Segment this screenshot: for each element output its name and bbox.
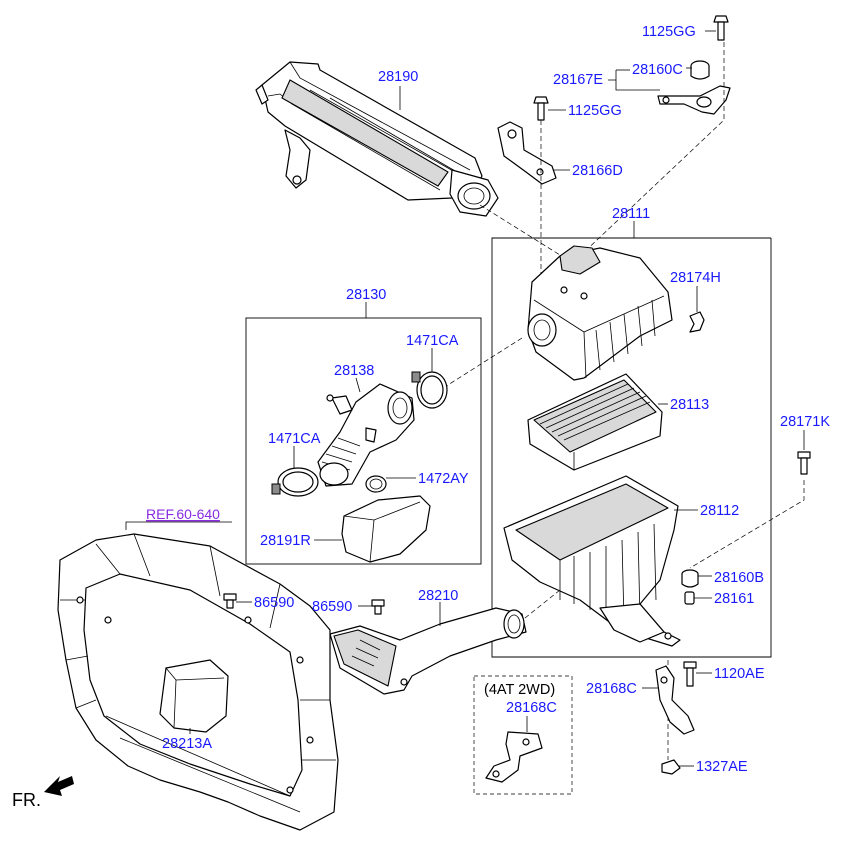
front-arrow-icon <box>44 776 74 796</box>
front-label: FR. <box>12 790 41 810</box>
dashline-bolt-top <box>579 42 725 257</box>
bracket-28166d[interactable] <box>497 121 557 185</box>
label-28166d[interactable]: 28166D <box>572 163 623 179</box>
bracket-28168c-variant[interactable] <box>485 731 543 783</box>
label-86590-left[interactable]: 86590 <box>254 595 294 611</box>
label-28167e[interactable]: 28167E <box>553 72 603 88</box>
dashline-clamp <box>439 337 523 391</box>
hose-28138[interactable] <box>317 383 415 487</box>
label-28138[interactable]: 28138 <box>334 363 374 379</box>
variant-frame <box>473 675 573 795</box>
label-1471ca-top[interactable]: 1471CA <box>406 333 459 349</box>
label-1472ay[interactable]: 1472AY <box>418 471 469 487</box>
bolt-1125gg-top[interactable] <box>713 15 729 41</box>
bracket-28167e[interactable] <box>657 85 731 115</box>
label-86590-mid[interactable]: 86590 <box>312 599 352 615</box>
clamp-1471ca-bottom[interactable] <box>271 467 319 497</box>
label-28171k[interactable]: 28171K <box>780 414 830 430</box>
label-28191r[interactable]: 28191R <box>260 533 311 549</box>
intake-duct-28210[interactable] <box>329 607 527 695</box>
dashline-28171k <box>689 480 805 569</box>
label-28161[interactable]: 28161 <box>714 591 754 607</box>
bolt-1120ae[interactable] <box>683 661 697 687</box>
label-28168c-variant[interactable]: 28168C <box>506 700 557 716</box>
air-cleaner-body[interactable] <box>503 475 681 647</box>
assembly-frame-28111 <box>491 237 772 658</box>
label-28168c[interactable]: 28168C <box>586 681 637 697</box>
collar-28161[interactable] <box>684 591 695 605</box>
label-28112[interactable]: 28112 <box>700 503 739 519</box>
dashline-duct <box>519 589 561 623</box>
grommet-28160c[interactable] <box>690 60 710 80</box>
clamp-1471ca-top[interactable] <box>411 371 448 409</box>
resonator-28190[interactable] <box>255 61 499 217</box>
cover-28191r[interactable] <box>341 495 431 563</box>
leader-ref <box>125 521 232 530</box>
clamp-1472ay[interactable] <box>365 475 387 493</box>
label-1125gg-top[interactable]: 1125GG <box>642 24 696 40</box>
bolt-86590-left[interactable] <box>223 593 237 609</box>
label-28113[interactable]: 28113 <box>670 397 709 413</box>
leader-28138 <box>355 377 361 393</box>
label-28160b[interactable]: 28160B <box>714 570 764 586</box>
label-28210[interactable]: 28210 <box>418 588 458 604</box>
label-1125gg-mid[interactable]: 1125GG <box>568 103 622 119</box>
bracket-28168c[interactable] <box>655 665 695 735</box>
label-28190[interactable]: 28190 <box>378 69 418 85</box>
nut-1327ae[interactable] <box>661 759 681 775</box>
leader-28167e <box>608 79 660 91</box>
assembly-frame-28130 <box>245 317 482 565</box>
label-28160c[interactable]: 28160C <box>632 62 683 78</box>
guide-28213a[interactable] <box>159 659 229 733</box>
label-1327ae[interactable]: 1327AE <box>696 759 748 775</box>
label-1471ca-bottom[interactable]: 1471CA <box>268 431 321 447</box>
label-28130[interactable]: 28130 <box>346 287 386 303</box>
variant-label: (4AT 2WD) <box>484 682 555 698</box>
bolt-86590-mid[interactable] <box>371 599 385 615</box>
label-28111[interactable]: 28111 <box>612 206 650 222</box>
label-1120ae[interactable]: 1120AE <box>714 666 765 682</box>
label-28213a[interactable]: 28213A <box>162 736 212 752</box>
bolt-28171k[interactable] <box>797 451 811 475</box>
clip-28174h[interactable] <box>689 311 705 333</box>
label-ref[interactable]: REF.60-640 <box>146 506 220 522</box>
label-28174h[interactable]: 28174H <box>670 270 721 286</box>
air-cleaner-cover[interactable] <box>527 245 673 381</box>
filter-element-28113[interactable] <box>527 373 663 471</box>
grommet-28160b[interactable] <box>681 569 699 588</box>
bolt-1125gg-mid[interactable] <box>533 96 549 121</box>
